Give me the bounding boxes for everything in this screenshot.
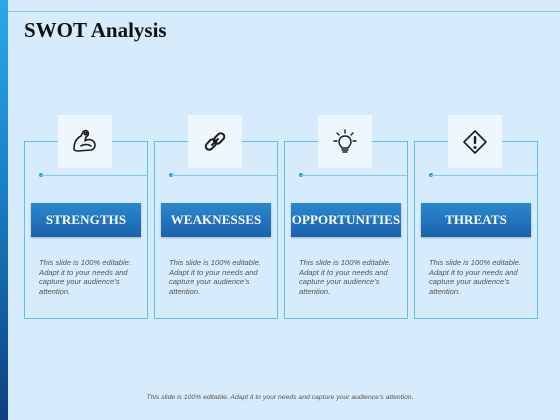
swot-card-threats: THREATS This slide is 100% editable. Ada… bbox=[414, 115, 544, 321]
icon-box bbox=[318, 115, 372, 168]
card-label: STRENGTHS bbox=[31, 203, 141, 237]
card-description: This slide is 100% editable. Adapt it to… bbox=[299, 258, 392, 296]
swot-card-weaknesses: WEAKNESSES This slide is 100% editable. … bbox=[154, 115, 284, 321]
broken-link-icon bbox=[204, 131, 226, 151]
connector-line bbox=[41, 175, 147, 176]
page-title: SWOT Analysis bbox=[24, 18, 167, 42]
card-description: This slide is 100% editable. Adapt it to… bbox=[169, 258, 262, 296]
connector-line bbox=[301, 175, 407, 176]
flexed-arm-icon bbox=[73, 129, 96, 152]
footer-note: This slide is 100% editable. Adapt it to… bbox=[146, 394, 414, 401]
icon-box bbox=[188, 115, 242, 168]
icon-box bbox=[58, 115, 112, 168]
card-label: THREATS bbox=[421, 203, 531, 237]
card-description: This slide is 100% editable. Adapt it to… bbox=[39, 258, 132, 296]
top-divider bbox=[8, 11, 560, 12]
connector-line bbox=[431, 175, 537, 176]
swot-card-opportunities: OPPORTUNITIES This slide is 100% editabl… bbox=[284, 115, 414, 321]
card-label: OPPORTUNITIES bbox=[291, 203, 401, 237]
card-description: This slide is 100% editable. Adapt it to… bbox=[429, 258, 522, 296]
connector-line bbox=[171, 175, 277, 176]
swot-card-strengths: STRENGTHS This slide is 100% editable. A… bbox=[24, 115, 154, 321]
left-accent-stripe bbox=[0, 0, 8, 420]
icon-box bbox=[448, 115, 502, 168]
card-label: WEAKNESSES bbox=[161, 203, 271, 237]
lightbulb-icon bbox=[333, 128, 357, 153]
warning-icon bbox=[463, 129, 487, 154]
